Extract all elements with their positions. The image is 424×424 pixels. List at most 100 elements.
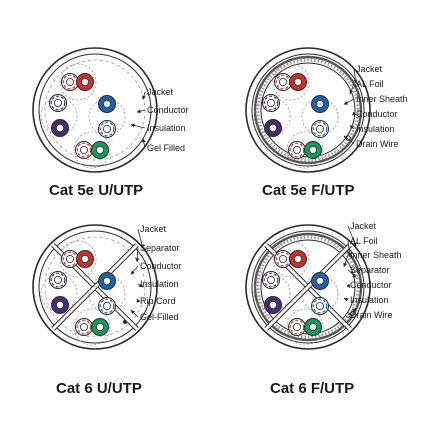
brown-pair-conductor (51, 119, 69, 137)
wire-stripe (289, 142, 305, 158)
wire-stripe (76, 142, 92, 158)
label-conductor: Conductor (356, 109, 398, 119)
cable-cross-section (32, 224, 158, 350)
wire-copper-core (266, 275, 275, 284)
wire-stripe (263, 272, 279, 288)
brown-pair-conductor (264, 119, 282, 137)
wire-copper-core (54, 275, 63, 284)
wire-copper-core (268, 124, 277, 133)
wire-stripe (312, 298, 328, 314)
label-jacket: Jacket (140, 224, 167, 234)
leader-line-conductor (351, 111, 357, 116)
label-al-foil: AL Foil (356, 79, 384, 89)
wire-stripe (99, 121, 115, 137)
label-conductor: Conductor (147, 105, 189, 115)
wire-copper-core (293, 254, 302, 263)
al-foil-layer (253, 232, 363, 342)
label-jacket: Jacket (356, 64, 383, 74)
wire-copper-core (292, 322, 301, 331)
leader-line-conductor (130, 265, 139, 275)
rip-cord (123, 320, 127, 324)
orange-pair-conductor (75, 141, 93, 159)
wire-copper-core (80, 322, 89, 331)
blue-pair-conductor (98, 120, 116, 138)
jacket-inner-ring (251, 53, 365, 167)
pair-guide (59, 240, 97, 278)
wire-copper-core (293, 78, 302, 87)
pair-guide (286, 131, 324, 169)
label-inner-sheath: Inner Sheath (350, 250, 402, 260)
panel-title-cat6-utp: Cat 6 U/UTP (56, 380, 142, 397)
separator-spline-fill (51, 243, 139, 331)
leader-line-jacket (137, 228, 145, 249)
wire-copper-core (96, 145, 105, 154)
leader-line-gel-filled (141, 138, 146, 149)
wire-copper-core (103, 276, 112, 285)
label-jacket: Jacket (147, 87, 174, 97)
orange-pair-conductor (75, 318, 93, 336)
label-inner-sheath: Inner Sheath (356, 94, 408, 104)
wire-copper-core (315, 276, 324, 285)
brown-pair-conductor (264, 296, 282, 314)
leader-line-al-foil (349, 83, 355, 95)
label-gel-filled: Gel-Filled (140, 312, 179, 322)
wire-stripe (76, 319, 92, 335)
cable-cross-section (245, 224, 371, 350)
cable-cross-section (245, 47, 371, 173)
gel-fill-boundary (44, 236, 146, 338)
orange-pair-conductor (76, 250, 94, 268)
blue-pair-conductor (98, 272, 116, 290)
leader-line-drain-wire (343, 135, 355, 145)
leader-line-insulation (137, 283, 144, 288)
blue-pair-conductor (98, 297, 116, 315)
wire-copper-core (292, 145, 301, 154)
orange-pair-conductor (61, 73, 79, 91)
wire-stripe (263, 95, 279, 111)
label-rip-cord: Rip Cord (140, 296, 176, 306)
label-insulation: Insulation (356, 124, 395, 134)
label-al-foil: AL Foil (350, 236, 378, 246)
wire-stripe (50, 95, 66, 111)
pair-guide (286, 308, 324, 346)
cable-cross-section (32, 47, 158, 173)
brown-pair-conductor (262, 271, 280, 289)
orange-pair-conductor (288, 318, 306, 336)
wire-copper-core (103, 301, 112, 310)
label-drain-wire: Drain Wire (356, 139, 399, 149)
wire-copper-core (80, 145, 89, 154)
wire-copper-core (56, 124, 65, 133)
label-separator: Separator (140, 243, 180, 253)
green-pair-conductor (304, 318, 322, 336)
blue-pair-conductor (311, 120, 329, 138)
wire-copper-core (81, 254, 90, 263)
orange-pair-conductor (61, 250, 79, 268)
foil-texture (256, 235, 360, 339)
brown-pair-conductor (51, 296, 69, 314)
wire-copper-core (278, 78, 287, 87)
wire-stripe (289, 319, 305, 335)
label-insulation: Insulation (350, 295, 389, 305)
wire-copper-core (103, 125, 112, 134)
leader-line-drain-wire (347, 308, 357, 316)
label-conductor: Conductor (350, 280, 392, 290)
wire-copper-core (81, 78, 90, 87)
label-jacket: Jacket (350, 221, 377, 231)
leader-line-separator (135, 247, 140, 263)
green-pair-conductor (91, 141, 109, 159)
leader-line-gel-filled (130, 309, 139, 318)
wire-copper-core (54, 99, 63, 108)
wire-copper-core (96, 322, 105, 331)
leader-line-insulation (130, 123, 146, 129)
leader-line-al-foil (347, 240, 352, 258)
wire-copper-core (66, 78, 75, 87)
wire-copper-core (315, 301, 324, 310)
label-separator: Separator (350, 265, 390, 275)
